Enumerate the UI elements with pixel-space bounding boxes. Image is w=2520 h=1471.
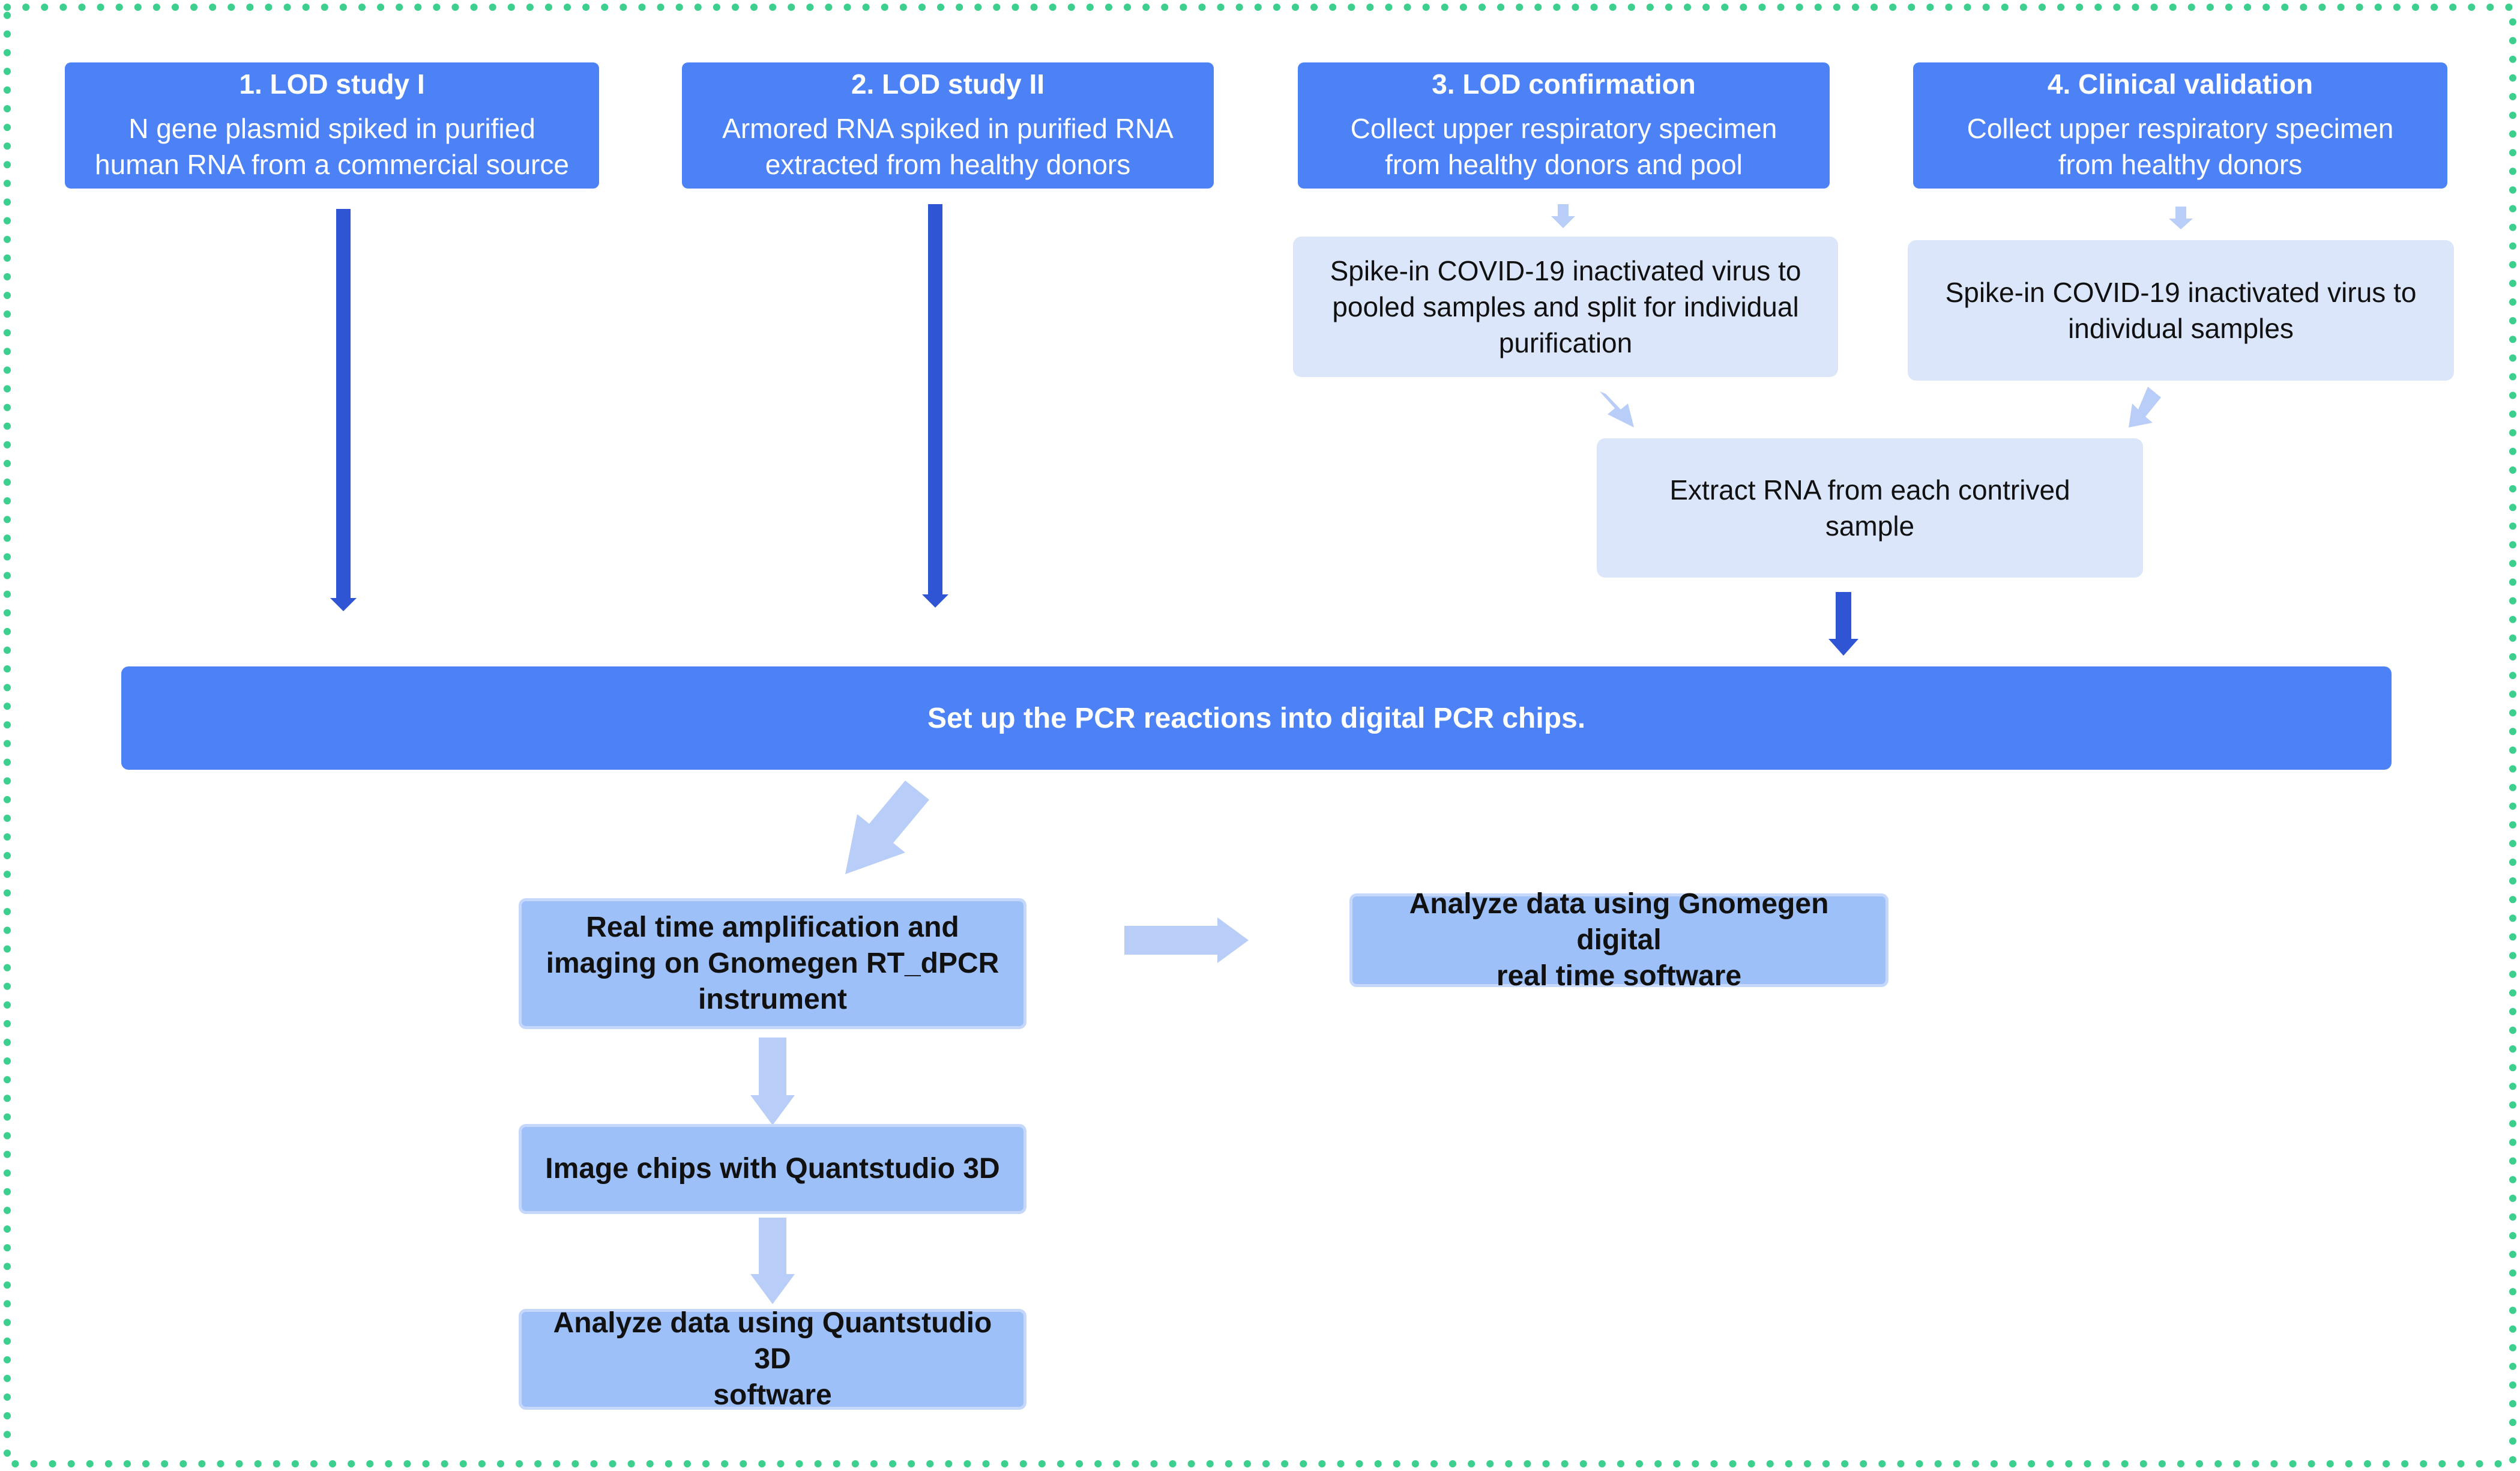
spike-individual-box: Spike-in COVID-19 inactivated virus to i… xyxy=(1908,240,2454,381)
step-2-desc: Armored RNA spiked in purified RNA extra… xyxy=(722,113,1174,180)
step-2-box: 2. LOD study II Armored RNA spiked in pu… xyxy=(682,62,1214,189)
step-3-desc: Collect upper respiratory specimen from … xyxy=(1350,113,1777,180)
quantstudio-analysis-box: Analyze data using Quantstudio 3D softwa… xyxy=(519,1307,1026,1411)
step-3-title: 3. LOD confirmation xyxy=(1432,68,1696,100)
setup-pcr-box: Set up the PCR reactions into digital PC… xyxy=(121,666,2392,770)
step-4-box: 4. Clinical validation Collect upper res… xyxy=(1913,62,2447,189)
step-4-desc: Collect upper respiratory specimen from … xyxy=(1967,113,2394,180)
step-3-box: 3. LOD confirmation Collect upper respir… xyxy=(1298,62,1830,189)
step-1-title: 1. LOD study I xyxy=(239,68,425,100)
gnomegen-analysis-box: Analyze data using Gnomegen digital real… xyxy=(1349,888,1888,992)
realtime-amplification-box: Real time amplification and imaging on G… xyxy=(519,898,1026,1029)
image-chips-box: Image chips with Quantstudio 3D xyxy=(519,1124,1026,1214)
setup-pcr-label: Set up the PCR reactions into digital PC… xyxy=(927,702,1586,734)
spike-pooled-box: Spike-in COVID-19 inactivated virus to p… xyxy=(1293,237,1838,377)
extract-rna-box: Extract RNA from each contrived sample xyxy=(1597,438,2143,578)
step-2-title: 2. LOD study II xyxy=(851,68,1045,100)
step-1-box: 1. LOD study I N gene plasmid spiked in … xyxy=(65,62,599,189)
step-4-title: 4. Clinical validation xyxy=(2047,68,2314,100)
step-1-desc: N gene plasmid spiked in purified human … xyxy=(95,113,569,180)
